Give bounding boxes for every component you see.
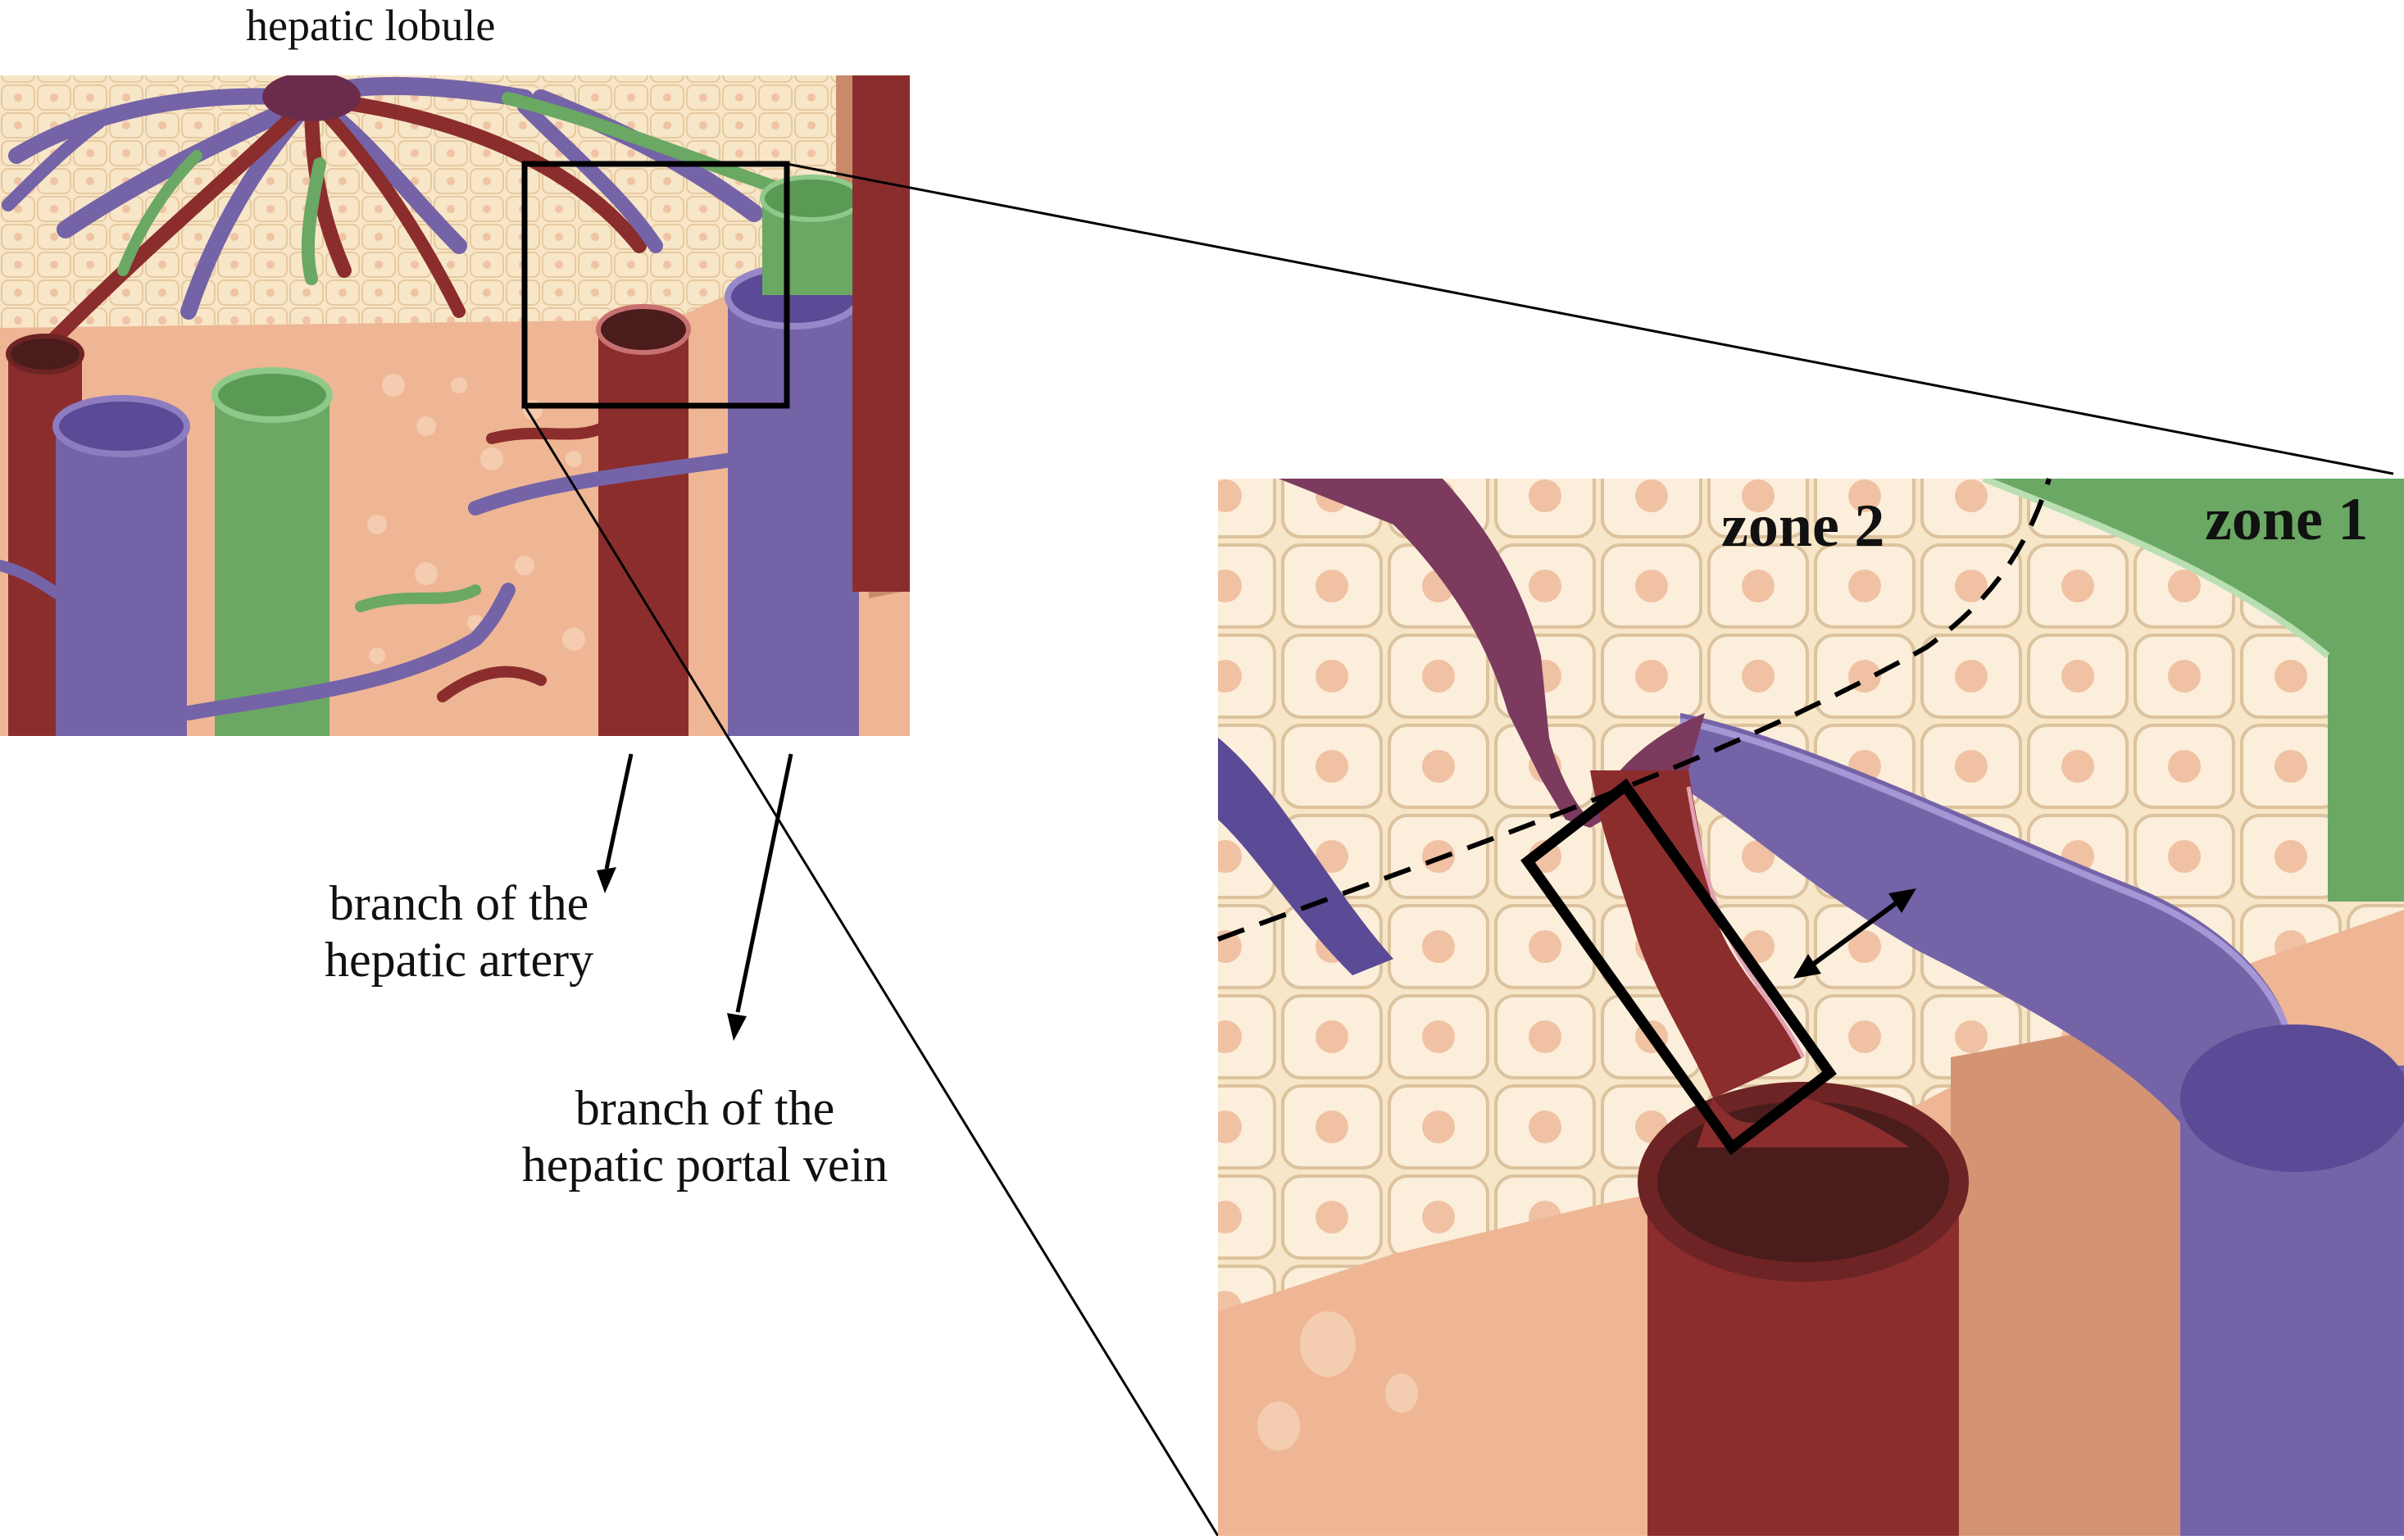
hepatic-artery-label-line1: branch of the	[329, 876, 589, 930]
zone-boundary	[1216, 478, 2052, 942]
arrow-portal	[727, 1013, 747, 1041]
label-arrows	[597, 753, 793, 1041]
vein-column-left	[56, 426, 187, 736]
zoom-artery-branch	[1590, 770, 1803, 1098]
zoom-projection-top	[786, 162, 2394, 475]
zoom-portal-vein-opening	[2180, 1024, 2404, 1172]
hepatic-artery-column	[598, 328, 688, 736]
hepatic-artery-label: branch of the hepatic artery	[279, 875, 639, 988]
lobule-selection-box	[521, 161, 790, 409]
portal-vein-label: branch of the hepatic portal vein	[459, 1080, 951, 1193]
zoom-mixed-branch	[1279, 479, 1705, 828]
zone-1-label: zone 1	[2205, 486, 2369, 553]
portal-vein-column	[728, 295, 859, 736]
tissue-branches	[0, 420, 745, 720]
zoom-panel	[1218, 479, 2404, 1536]
zone-2-label: zone 2	[1721, 493, 1885, 560]
portal-vein-label-line2: hepatic portal vein	[521, 1138, 888, 1192]
hepatic-lobule-label: hepatic lobule	[246, 1, 496, 50]
zoom-portal-branch-left	[1218, 738, 1393, 975]
zoom-highlight-box	[1520, 778, 1837, 1156]
central-vein	[262, 75, 361, 121]
zoom-projection-bottom	[523, 405, 1220, 1537]
zoom-bile-duct	[1984, 479, 2404, 672]
zoom-tissue-texture	[1257, 1311, 1418, 1451]
hepatic-artery-label-line2: hepatic artery	[324, 933, 594, 987]
bile-duct-column	[215, 393, 329, 736]
artery-column-right	[852, 75, 910, 592]
double-arrow	[1793, 888, 1916, 979]
arrow-artery	[597, 867, 616, 893]
portal-vein-label-line1: branch of the	[575, 1081, 835, 1135]
zoom-portal-vein	[1680, 713, 2404, 1536]
